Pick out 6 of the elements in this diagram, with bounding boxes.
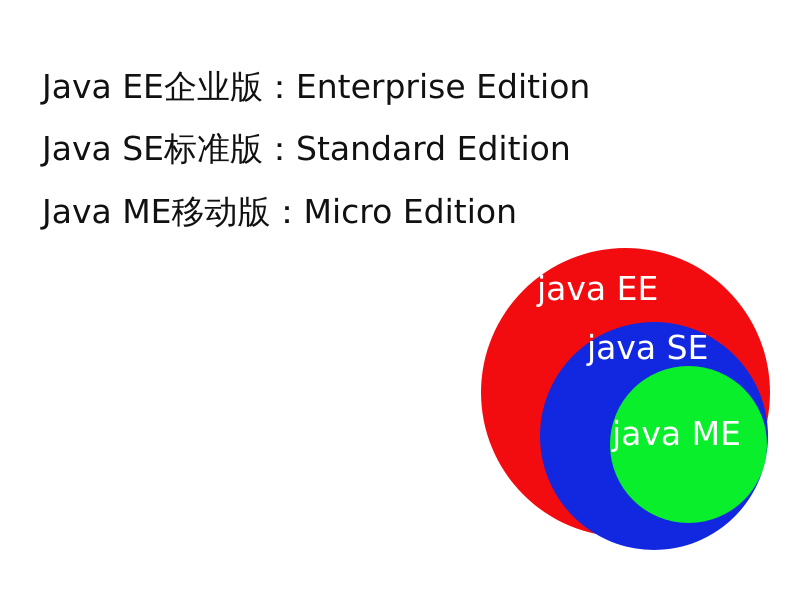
circle-label: java EE (537, 271, 658, 308)
circle-label: java SE (587, 330, 708, 366)
edition-description: Java EE企业版：Enterprise Edition (42, 68, 590, 106)
circle-label: java ME (612, 416, 741, 452)
edition-description: Java ME移动版：Micro Edition (42, 193, 518, 231)
edition-description: Java SE标准版：Standard Edition (42, 130, 571, 168)
